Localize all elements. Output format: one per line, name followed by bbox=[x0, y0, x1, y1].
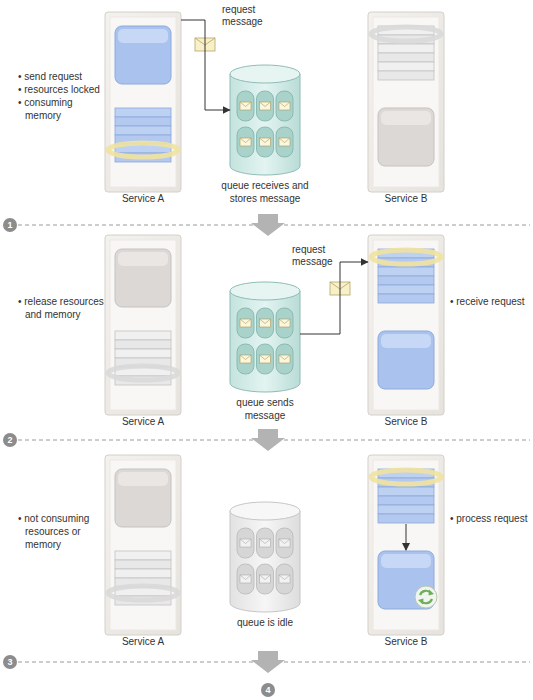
active-resource-stack bbox=[378, 249, 434, 303]
internal-arrow bbox=[406, 524, 407, 550]
bullet-note: • process request bbox=[450, 512, 533, 525]
service-box: Service B bbox=[368, 235, 444, 429]
server-frame bbox=[105, 235, 181, 415]
message-connector bbox=[181, 20, 230, 110]
lock-ring bbox=[108, 143, 178, 157]
bullet-note: • consuming memory bbox=[18, 96, 87, 122]
active-resource-stack bbox=[378, 469, 434, 523]
service-box: Service A bbox=[105, 455, 181, 649]
connector-label: request message bbox=[222, 4, 268, 28]
bullet-note: • not consuming resources or memory bbox=[18, 512, 99, 551]
processing-icon bbox=[415, 586, 437, 608]
queue-cylinder bbox=[230, 282, 300, 392]
server-frame bbox=[368, 455, 444, 635]
service-box: Service B bbox=[368, 12, 444, 206]
queue-cylinder bbox=[230, 65, 300, 175]
server-frame bbox=[368, 12, 444, 192]
service-box: Service A bbox=[105, 235, 181, 429]
active-memory-block bbox=[115, 26, 171, 84]
step-number: 1 bbox=[3, 218, 17, 232]
node-label: queue sends message bbox=[219, 396, 311, 422]
lock-ring bbox=[371, 250, 441, 264]
bullet-note: • receive request bbox=[450, 295, 533, 308]
idle-ring bbox=[371, 27, 441, 41]
node-label: queue receives and stores message bbox=[219, 179, 311, 205]
message-queue: queue sends message bbox=[230, 282, 300, 424]
server-frame bbox=[368, 235, 444, 415]
idle-memory-block bbox=[115, 249, 171, 307]
node-label: queue is idle bbox=[219, 616, 311, 629]
step-arrow bbox=[251, 651, 285, 673]
server-frame bbox=[105, 455, 181, 635]
node-label: Service A bbox=[95, 635, 191, 648]
idle-memory-block bbox=[115, 469, 171, 527]
queue-cylinder bbox=[230, 502, 300, 612]
server-frame bbox=[105, 12, 181, 192]
node-label: Service A bbox=[95, 192, 191, 205]
step-arrow bbox=[251, 214, 285, 236]
step-number: 3 bbox=[3, 655, 17, 669]
bullet-note: • resources locked bbox=[18, 83, 115, 96]
idle-memory-block bbox=[378, 108, 434, 166]
idle-resource-stack bbox=[378, 26, 434, 80]
message-connector bbox=[300, 262, 368, 334]
message-queue: queue receives and stores message bbox=[230, 65, 300, 207]
message-queue: queue is idle bbox=[230, 502, 300, 644]
bullet-note: • release resources and memory bbox=[18, 295, 117, 321]
active-memory-block bbox=[378, 331, 434, 389]
lock-ring bbox=[371, 470, 441, 484]
step-number: 4 bbox=[261, 683, 275, 697]
connector-label: request message bbox=[292, 244, 338, 268]
service-box: Service B bbox=[368, 455, 444, 649]
bullet-note: • send request bbox=[18, 70, 115, 83]
node-label: Service A bbox=[95, 415, 191, 428]
step-number: 2 bbox=[3, 433, 17, 447]
idle-ring bbox=[108, 586, 178, 600]
idle-ring bbox=[108, 366, 178, 380]
service-box: Service A bbox=[105, 12, 181, 206]
node-label: Service B bbox=[358, 415, 454, 428]
node-label: Service B bbox=[358, 635, 454, 648]
step-arrow bbox=[251, 429, 285, 451]
node-label: Service B bbox=[358, 192, 454, 205]
